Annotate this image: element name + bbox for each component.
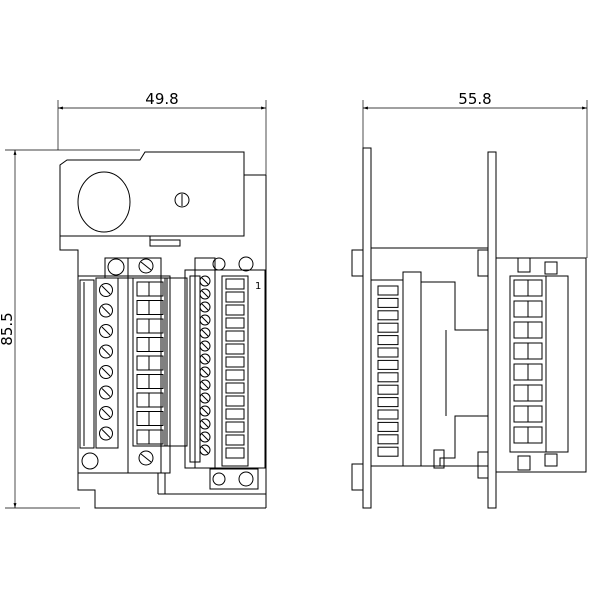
terminal-screw-icon [99, 426, 113, 441]
terminal-screw-icon [99, 324, 113, 338]
terminal-screw-icon [199, 301, 211, 313]
terminal-screw-icon [199, 405, 211, 417]
dimension-front-width: 49.8 [57, 90, 267, 175]
dimension-height: 85.5 [0, 149, 140, 509]
terminal-screw-icon [199, 418, 211, 430]
screw-icon [174, 192, 190, 208]
side-view [351, 147, 587, 509]
terminal-screw-icon [199, 327, 211, 339]
terminal-screw-icon [199, 353, 211, 365]
terminal-screw-icon [199, 379, 211, 391]
terminal-screw-icon [99, 385, 113, 400]
mounting-hole [77, 171, 131, 233]
front-view: 1 [59, 151, 267, 509]
right-terminal-module: 1 [184, 256, 266, 490]
left-rail [362, 147, 372, 509]
terminal-screw-icon [199, 431, 211, 443]
terminal-screw-icon [199, 392, 211, 404]
terminal-screw-icon [199, 340, 211, 352]
left-terminal-module [77, 257, 188, 474]
side-right-connector [495, 257, 587, 473]
terminal-screw-icon [199, 444, 211, 456]
dimension-side-width: 55.8 [362, 90, 588, 258]
terminal-screw-icon [199, 366, 211, 378]
terminal-screw-icon [99, 406, 113, 420]
terminal-screw-icon [99, 283, 113, 297]
terminal-screw-icon [99, 365, 113, 379]
terminal-screw-icon [199, 314, 211, 326]
right-rail [487, 151, 497, 509]
mounting-bracket [59, 151, 245, 237]
terminal-screw-icon [99, 344, 113, 359]
terminal-number-label: 1 [255, 281, 261, 292]
front-width-label: 49.8 [145, 90, 178, 108]
mount-screw-icon [107, 258, 125, 276]
height-label: 85.5 [0, 312, 16, 345]
terminal-screw-icon [99, 303, 113, 318]
side-width-label: 55.8 [458, 90, 491, 108]
side-left-connector [370, 247, 489, 469]
mount-screw-icon [81, 452, 99, 470]
terminal-screw-icon [199, 288, 211, 300]
terminal-screw-icon [199, 275, 211, 287]
